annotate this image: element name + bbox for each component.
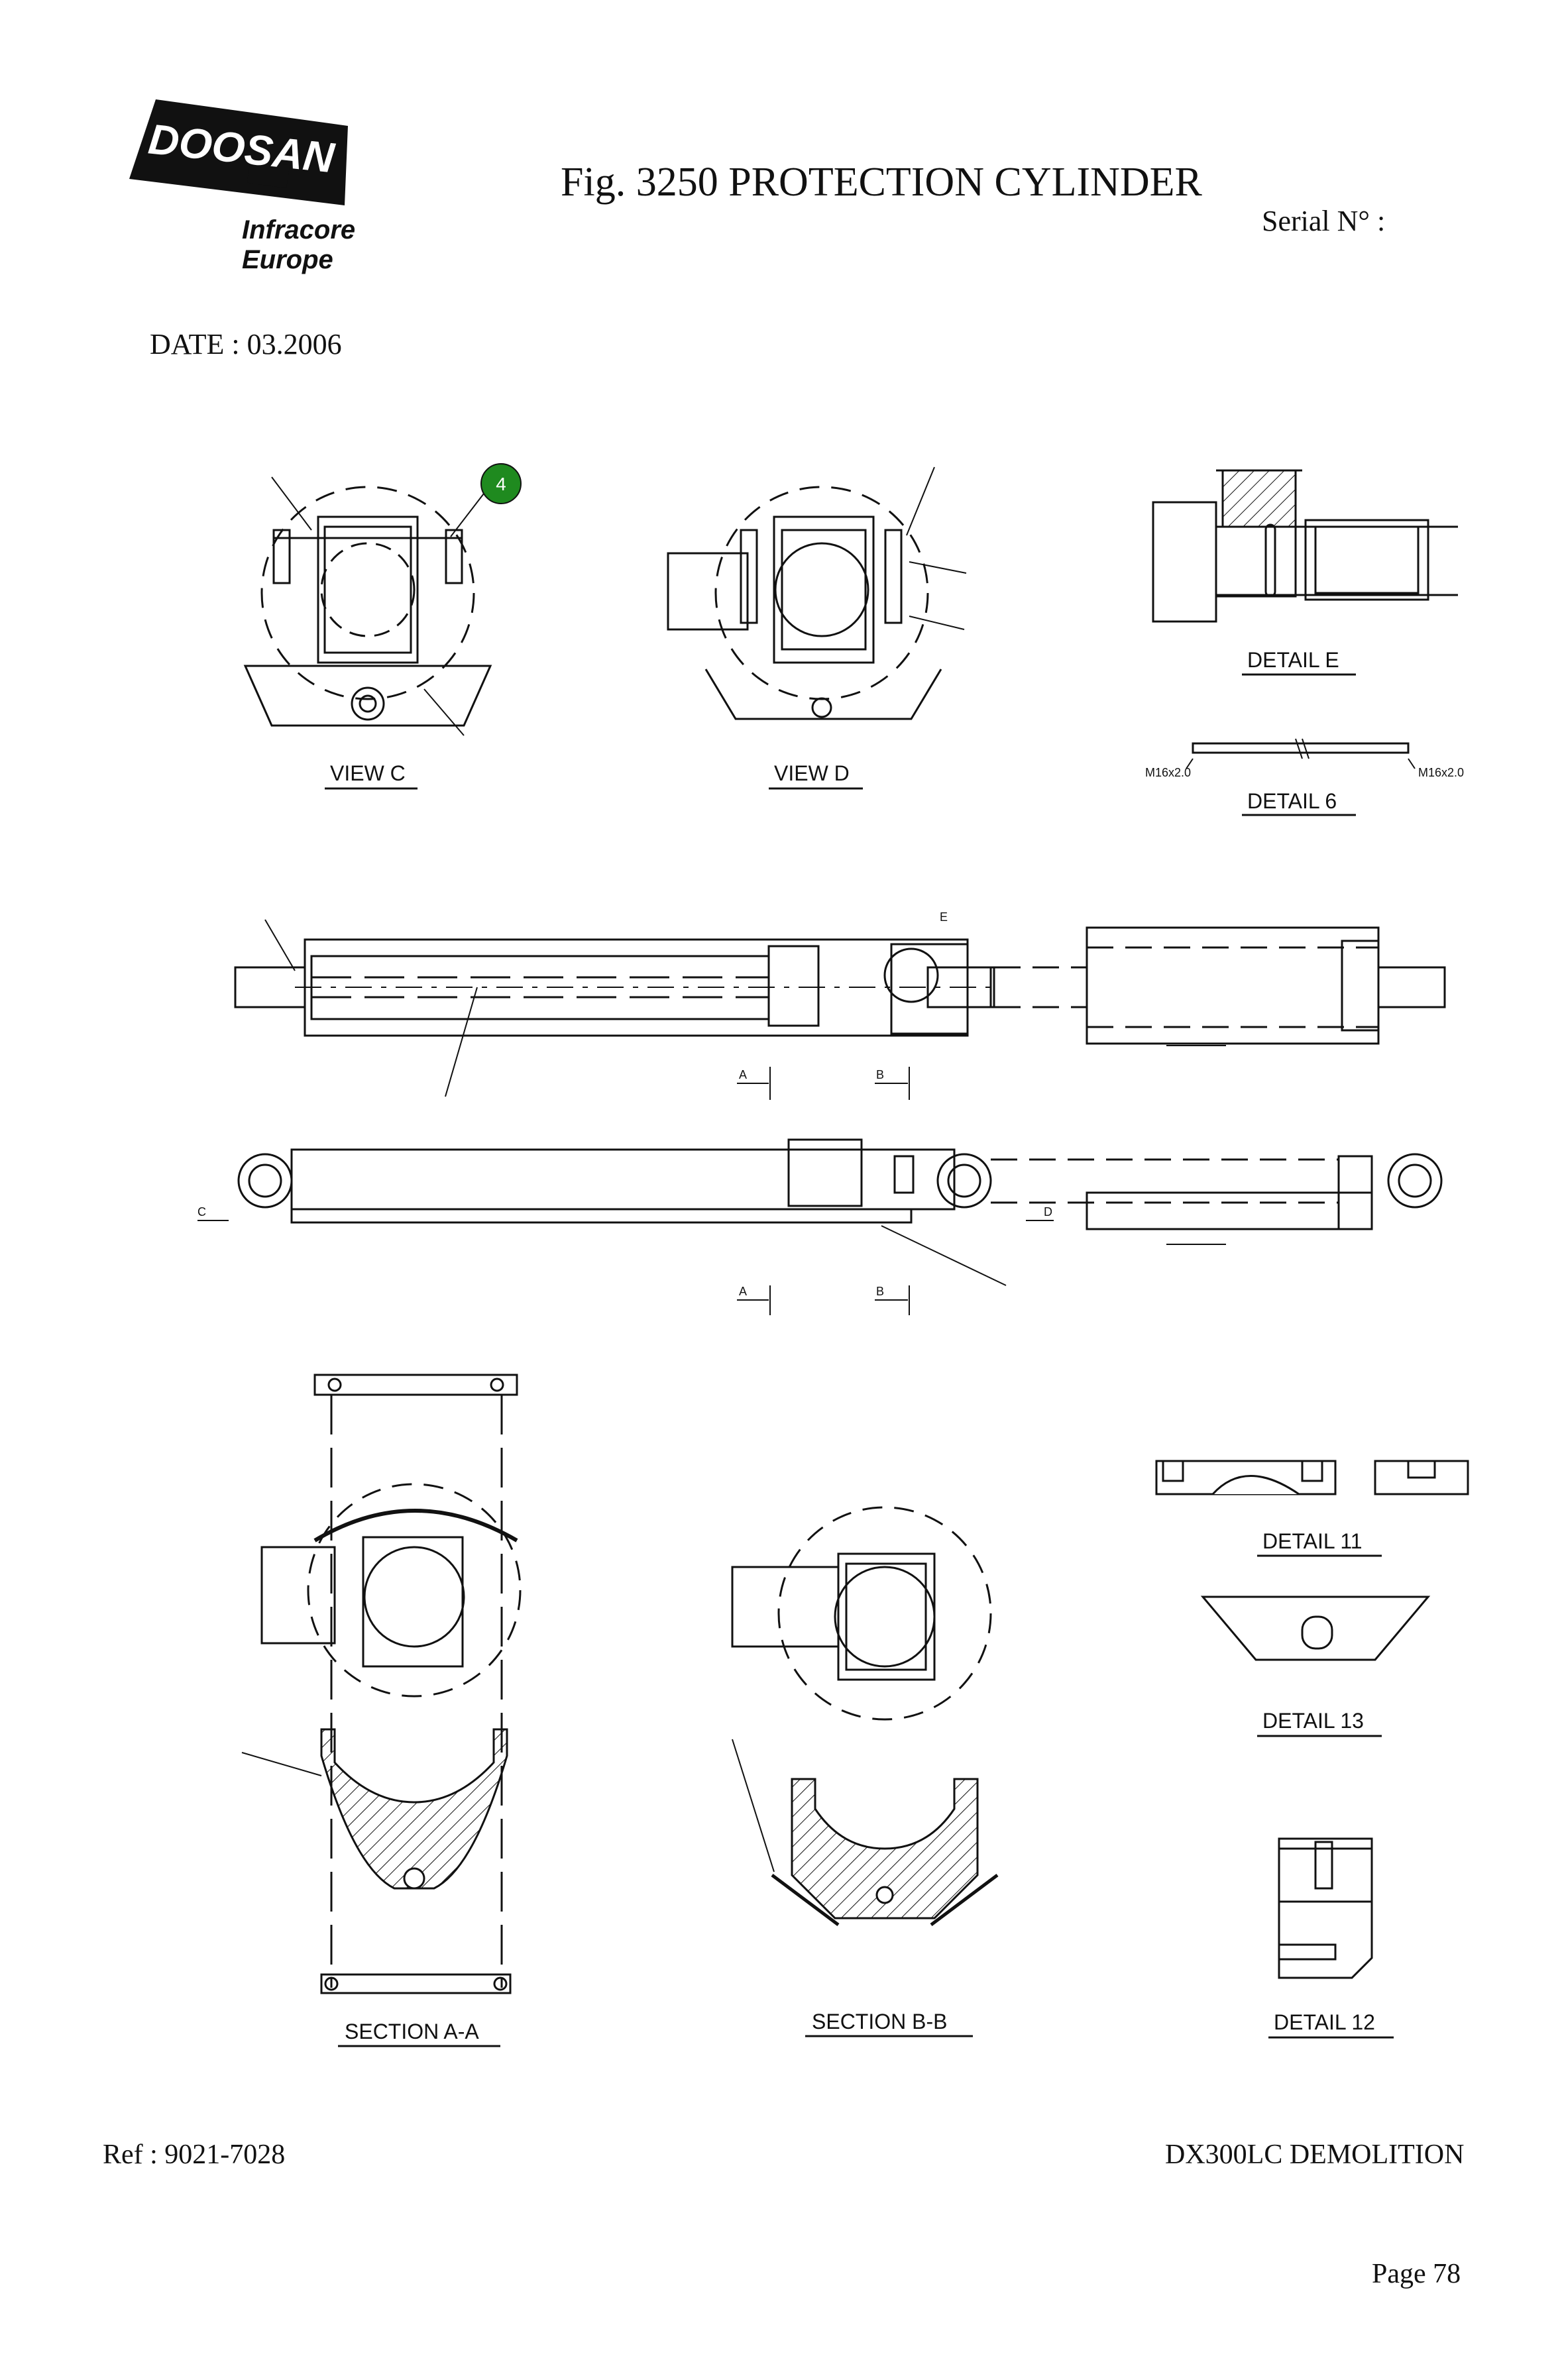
view-c-drawing [243,476,492,736]
detail-13-label: DETAIL 13 [1262,1709,1364,1733]
view-d-label: VIEW D [774,761,850,785]
callout-bubble-4 [480,463,522,504]
cylinder-top-view [234,919,1446,1097]
cylinder-side-view [237,1138,1443,1286]
section-bb-label: SECTION B-B [812,2010,947,2033]
doosan-logo: DOOSAN Infracore Europe [129,99,355,274]
detail-12-drawing [1278,1837,1373,1979]
detail-13-drawing [1200,1596,1431,1661]
page-number: Page 78 [1372,2259,1461,2289]
date-label: DATE : 03.2006 [150,328,342,360]
figure-title: Fig. 3250 PROTECTION CYLINDER [561,160,1202,205]
mark-c-side: C [197,1205,206,1218]
detail-12-label: DETAIL 12 [1274,2010,1375,2034]
view-c-label: VIEW C [330,761,406,785]
detail-11-label: DETAIL 11 [1262,1529,1363,1553]
detail-e-drawing [1152,469,1458,623]
section-bb-drawing [731,1506,999,1926]
serial-label: Serial N° : [1262,205,1386,237]
logo-sub1: Infracore [242,215,355,244]
section-aa-label: SECTION A-A [345,2020,479,2043]
detail-6-drawing [1186,738,1416,769]
logo-sub2: Europe [242,245,333,274]
reference-number: Ref : 9021-7028 [103,2139,286,2170]
mark-a-side: A [739,1285,747,1298]
mark-a-top: A [739,1068,747,1081]
detail-6-thread-right: M16x2.0 [1418,766,1464,779]
mark-b-top: B [876,1068,884,1081]
detail-e-label: DETAIL E [1247,648,1339,672]
mark-b-side: B [876,1285,884,1298]
detail-6-label: DETAIL 6 [1247,789,1337,813]
detail-11-drawing [1155,1460,1469,1495]
callout-bubble-4-label: 4 [496,474,506,494]
mark-d-side: D [1044,1205,1052,1218]
view-d-drawing [667,466,967,720]
section-aa-drawing [241,1374,522,1994]
model-name: DX300LC DEMOLITION [1165,2139,1465,2170]
detail-6-thread-left: M16x2.0 [1145,766,1191,779]
mark-e-top: E [940,910,948,924]
